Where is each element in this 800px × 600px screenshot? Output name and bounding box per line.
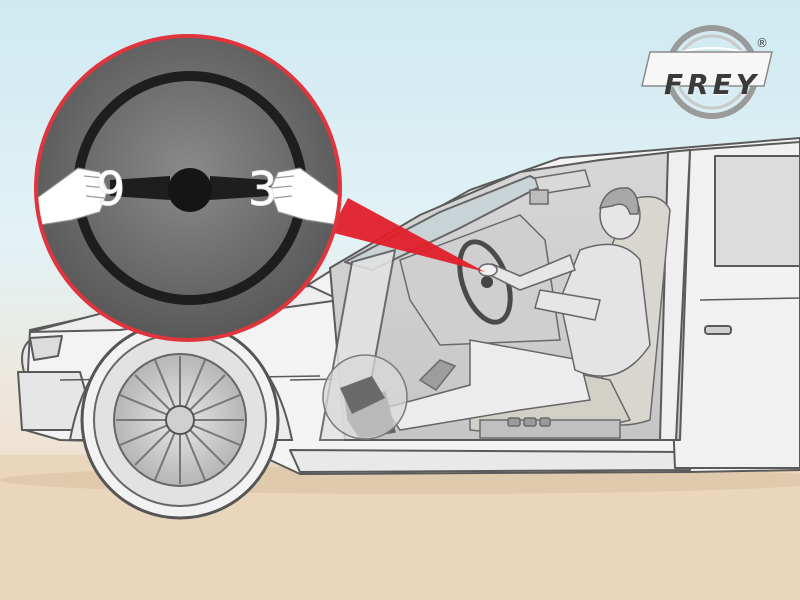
seat-controls — [507, 417, 551, 427]
registered-mark: ® — [756, 36, 768, 50]
brand-name: FREY — [663, 68, 761, 101]
hand-position-9-label: 9 — [95, 162, 126, 217]
front-wheel — [68, 320, 294, 520]
brand-logo: FREY ® — [646, 22, 786, 112]
right-hand-icon — [269, 167, 338, 227]
frey-logo-icon — [641, 25, 773, 119]
wheel-hub — [168, 168, 212, 212]
callout-pointer — [330, 198, 485, 272]
hand-position-3-label: 3 — [247, 162, 278, 217]
steering-wheel-callout — [34, 34, 342, 342]
pedal-detail-circle — [322, 354, 408, 440]
